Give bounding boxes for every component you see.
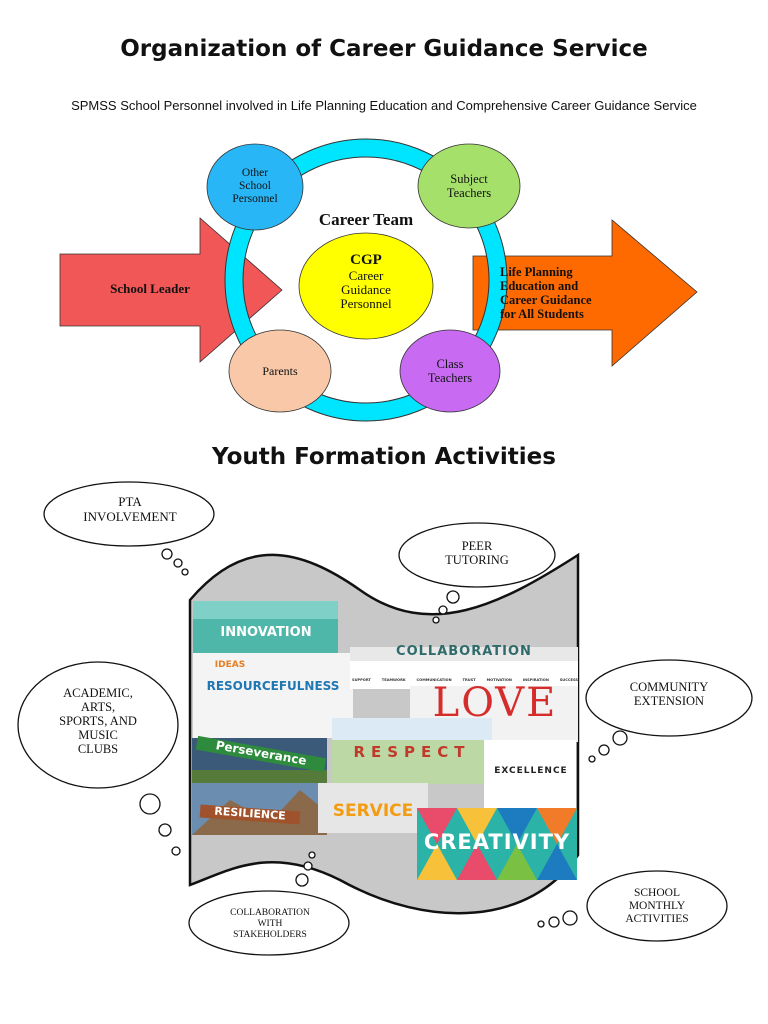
- word-collaboration: COLLABORATION: [396, 644, 532, 659]
- collab-icon-communication: COMMUNICATION: [416, 678, 452, 682]
- other-school-personnel-label: Other School Personnel: [213, 167, 297, 206]
- cloud-pta: [43, 481, 215, 576]
- collab-icon-trust: TRUST: [462, 678, 476, 682]
- collab-icon-motivation: MOTIVATION: [486, 678, 512, 682]
- st-line-2: Teachers: [446, 186, 492, 200]
- students-arrow-line-2: Education and: [500, 279, 579, 293]
- collab-icon-inspiration: INSPIRATION: [522, 678, 549, 682]
- word-creativity: CREATIVITY: [423, 830, 571, 854]
- cgp-abbr: CGP: [350, 252, 382, 268]
- osp-line-1: Other: [241, 167, 269, 179]
- word-service: SERVICE: [332, 801, 414, 821]
- monthly-line-3: ACTIVITIES: [625, 913, 689, 925]
- tile-collaboration: [350, 647, 578, 689]
- cloud-collab-label: COLLABORATION WITH STAKEHOLDERS: [205, 908, 335, 941]
- cloud-collaboration-stakeholders: [188, 851, 350, 956]
- word-ideas: IDEAS: [214, 660, 246, 670]
- section-title: Youth Formation Activities: [212, 444, 556, 470]
- node-class-teachers: [399, 329, 501, 413]
- subject-teachers-label: Subject Teachers: [425, 172, 513, 200]
- cloud-community: [585, 659, 753, 763]
- academic-line-2: ARTS,: [80, 700, 116, 714]
- page-title: Organization of Career Guidance Service: [120, 36, 648, 62]
- word-love: LOVE: [432, 680, 558, 726]
- st-line-1: Subject: [450, 172, 488, 186]
- academic-line-4: MUSIC: [78, 728, 118, 742]
- word-respect: RESPECT: [353, 743, 471, 761]
- word-excellence: EXCELLENCE: [494, 766, 568, 776]
- collab-icon-support: SUPPORT: [352, 678, 371, 682]
- collab-icon-success: SUCCESS: [559, 678, 578, 682]
- cgp-line-3: Personnel: [340, 296, 392, 311]
- cloud-monthly-label: SCHOOL MONTHLY ACTIVITIES: [602, 887, 712, 926]
- pta-line-2: INVOLVEMENT: [83, 509, 177, 524]
- cloud-peer-label: PEER TUTORING: [412, 539, 542, 567]
- tile-resourcefulness: [193, 653, 353, 738]
- ct-line-2: Teachers: [427, 371, 473, 385]
- cloud-community-label: COMMUNITY EXTENSION: [599, 680, 739, 708]
- cloud-peer-tutoring: [398, 522, 556, 624]
- peer-line-2: TUTORING: [445, 553, 509, 567]
- cgp-line-1: Career: [348, 268, 384, 283]
- peer-line-1: PEER: [461, 539, 493, 553]
- cloud-school-monthly: [537, 870, 728, 942]
- class-teachers-label: Class Teachers: [405, 357, 495, 385]
- students-arrow-line-4: for All Students: [500, 307, 584, 321]
- cloud-academic: [17, 661, 181, 856]
- osp-line-2: School: [239, 180, 271, 192]
- word-innovation: INNOVATION: [220, 625, 312, 640]
- node-parents: [228, 329, 332, 413]
- collab-icon-teamwork: TEAMWORK: [381, 678, 406, 682]
- tile-excellence: [484, 740, 576, 808]
- cgp-line-2: Guidance: [341, 282, 391, 297]
- tile-service: [318, 783, 428, 833]
- collab-line-3: STAKEHOLDERS: [233, 930, 307, 940]
- tile-innovation: [193, 601, 338, 653]
- academic-line-3: SPORTS, AND: [59, 714, 137, 728]
- students-arrow-label: Life Planning Education and Career Guida…: [500, 265, 650, 321]
- ct-line-1: Class: [436, 357, 464, 371]
- monthly-line-1: SCHOOL: [633, 887, 680, 899]
- node-subject-teachers: [417, 143, 521, 229]
- career-team-ring-fill: [225, 139, 507, 421]
- parents-label: Parents: [262, 364, 298, 378]
- cloud-pta-label: PTA INVOLVEMENT: [60, 494, 200, 524]
- academic-line-5: CLUBS: [77, 742, 119, 756]
- cloud-academic-label: ACADEMIC, ARTS, SPORTS, AND MUSIC CLUBS: [33, 686, 163, 756]
- node-other-school-personnel: [206, 143, 304, 231]
- tile-creativity: [417, 808, 577, 880]
- cgp-label: CGP Career Guidance Personnel: [316, 253, 416, 311]
- school-leader-label: School Leader: [110, 281, 190, 296]
- community-line-2: EXTENSION: [633, 694, 705, 708]
- collab-icon-row: SUPPORT TEAMWORK COMMUNICATION TRUST MOT…: [352, 678, 578, 682]
- pta-line-1: PTA: [118, 494, 142, 509]
- collab-line-2: WITH: [257, 919, 283, 929]
- cgp-node: [298, 232, 434, 340]
- students-arrow-line-3: Career Guidance: [500, 293, 592, 307]
- community-line-1: COMMUNITY: [629, 680, 709, 694]
- academic-line-1: ACADEMIC,: [63, 686, 133, 700]
- page-subtitle: SPMSS School Personnel involved in Life …: [71, 98, 697, 113]
- students-arrow-line-1: Life Planning: [500, 265, 573, 279]
- monthly-line-2: MONTHLY: [628, 900, 686, 912]
- osp-line-3: Personnel: [232, 193, 278, 205]
- word-resourcefulness: RESOURCEFULNESS: [206, 679, 340, 693]
- career-team-label: Career Team: [318, 210, 414, 229]
- collab-line-1: COLLABORATION: [230, 908, 310, 918]
- tile-respect: [332, 718, 492, 784]
